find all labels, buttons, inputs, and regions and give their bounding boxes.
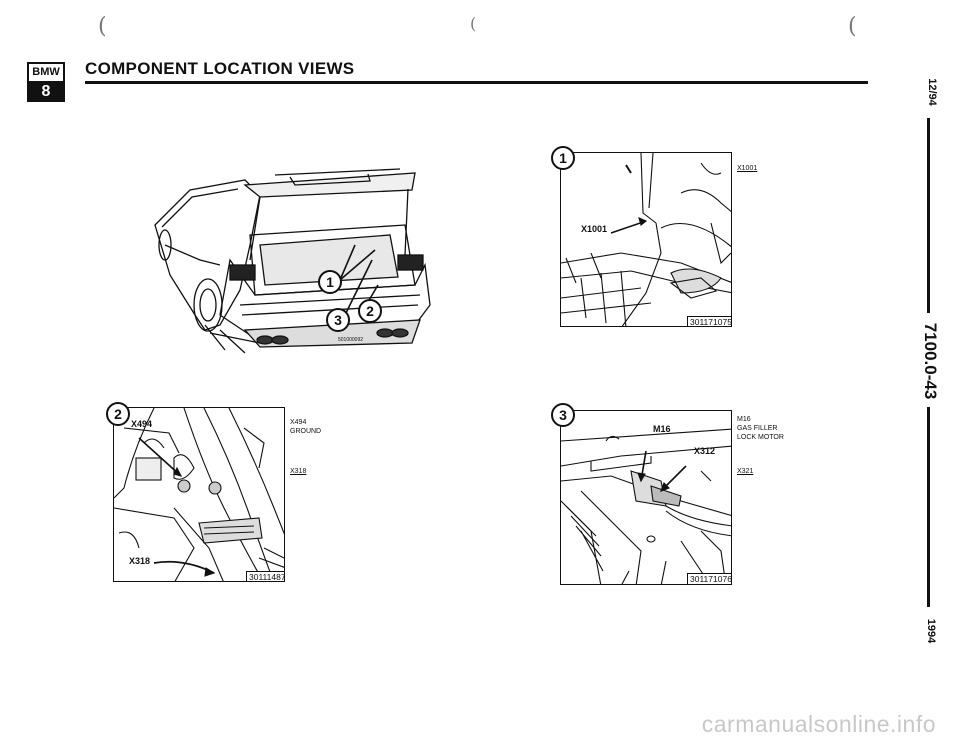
- margin-year: 1994: [925, 618, 937, 644]
- panel-3-illustration: [561, 428, 731, 584]
- panel-3-callout-x312: X312: [694, 446, 716, 456]
- bmw-8-logo: BMW 8: [27, 62, 65, 102]
- margin-page-ref: 7100.0-43: [921, 322, 940, 400]
- panel-3-legend-3: X321: [737, 468, 754, 475]
- margin-date: 12/94: [926, 78, 938, 106]
- header-rule: [85, 81, 868, 84]
- panel-3-callout-m16: M16: [653, 424, 671, 434]
- scan-mark-center: (: [470, 14, 477, 33]
- logo-top-text: BMW: [29, 64, 63, 83]
- margin-line-1: [927, 118, 930, 313]
- panel-2-number: 2: [106, 402, 130, 426]
- panel-2-legend-1: GROUND: [290, 428, 322, 435]
- car-image-code: 501000092: [338, 337, 364, 343]
- panel-3-ref-number: 301171076: [687, 573, 731, 584]
- panel-2-legend-2: X318: [290, 468, 307, 475]
- car-rear-view-drawing: 1 3 2 501000092: [150, 165, 440, 355]
- panel-2-illustration: [114, 408, 284, 581]
- panel-2-ref-number: 30111487: [246, 571, 284, 581]
- panel-2-detail-view: X494 X318 30111487: [113, 407, 285, 582]
- panel-1-number: 1: [551, 146, 575, 170]
- panel-1-ref-number: 301171075: [687, 316, 731, 326]
- panel-3-legend-1: GAS FILLER: [737, 425, 778, 432]
- scan-mark-right: (: [848, 14, 857, 39]
- car-callout-3: 3: [326, 308, 350, 332]
- margin-line-2: [927, 407, 930, 607]
- scan-mark-left: (: [98, 14, 107, 39]
- panel-1-illustration: [561, 153, 731, 326]
- panel-2-legend-0: X494: [290, 419, 307, 426]
- car-illustration: [154, 168, 431, 354]
- panel-3-number: 3: [551, 403, 575, 427]
- panel-2-callout-x318: X318: [129, 556, 151, 566]
- panel-1-callout-x1001: X1001: [581, 224, 608, 234]
- page-title: COMPONENT LOCATION VIEWS: [85, 59, 355, 78]
- panel-3-legend-0: M16: [737, 416, 751, 423]
- logo-bottom-text: 8: [29, 83, 63, 100]
- panel-1-detail-view: X1001 301171075: [560, 152, 732, 327]
- car-callout-1: 1: [318, 270, 342, 294]
- panel-3-legend-2: LOCK MOTOR: [737, 434, 784, 441]
- watermark-text: carmanualsonline.info: [701, 711, 936, 737]
- panel-3-detail-view: M16 X312 301171076: [560, 410, 732, 585]
- panel-2-callout-x494: X494: [131, 419, 153, 429]
- panel-1-legend-0: X1001: [737, 165, 758, 172]
- car-callout-2: 2: [358, 299, 382, 323]
